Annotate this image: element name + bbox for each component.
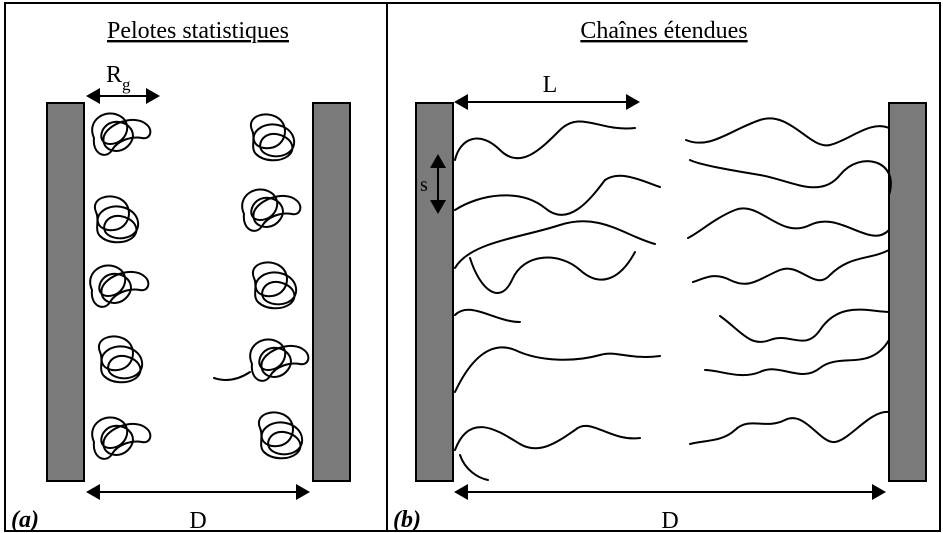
extended-chain-left-3 (454, 220, 656, 269)
right-panel-left-wall (415, 102, 454, 482)
extended-chain-right-3 (687, 207, 890, 239)
extended-chain-right-5 (719, 308, 890, 343)
grafting-spacing-arrow (430, 154, 446, 214)
extended-chain-left-5 (454, 346, 661, 393)
grafting-spacing-label: s (420, 174, 428, 196)
chain-length-arrow (454, 94, 640, 110)
left-gap-label: D (189, 508, 206, 533)
extended-chain-right-2 (689, 159, 892, 196)
extended-chain-right-1 (685, 117, 890, 147)
extended-chain-left-2 (454, 174, 661, 216)
coil-right-4-tail (213, 371, 251, 381)
right-gap-label: D (661, 508, 678, 533)
extended-chain-left-6 (454, 424, 641, 451)
right-plate-wall (312, 102, 351, 482)
chain-length-label: L (543, 72, 558, 98)
right-panel-frame (386, 2, 941, 532)
left-plate-wall (46, 102, 85, 482)
right-gap-arrow (454, 484, 886, 500)
rg-label: R (106, 62, 122, 88)
extended-chain-right-7 (689, 410, 890, 445)
right-panel-right-wall (888, 102, 927, 482)
extended-chain-left-3b (469, 251, 636, 294)
rg-arrow (86, 88, 160, 104)
rg-label-subscript: g (122, 75, 131, 94)
extended-chain-right-4 (692, 249, 890, 285)
extended-chain-left-7 (459, 454, 489, 481)
extended-chain-left-4 (454, 308, 521, 323)
extended-chain-right-6 (704, 339, 890, 377)
left-panel-title: Pelotes statistiques (107, 18, 289, 44)
left-gap-arrow (86, 484, 310, 500)
extended-chain-left-1 (454, 120, 636, 161)
left-panel-corner-label: (a) (11, 507, 39, 533)
right-panel-corner-label: (b) (393, 507, 421, 533)
right-panel-title: Chaînes étendues (580, 18, 747, 44)
